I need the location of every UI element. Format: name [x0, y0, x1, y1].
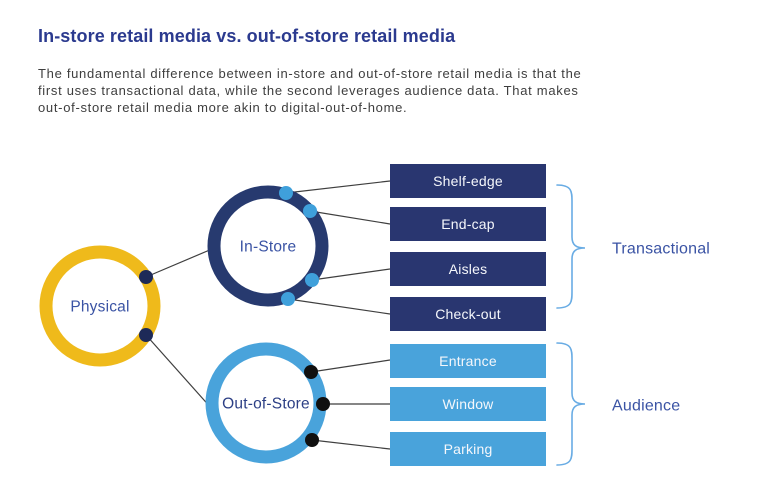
in-store-connection-dot — [305, 273, 319, 287]
connector-line — [311, 268, 391, 281]
connector-line — [145, 248, 213, 278]
brace-transactional — [556, 184, 586, 309]
out-of-store-connection-dot — [316, 397, 330, 411]
out-of-store-connection-dot — [304, 365, 318, 379]
in-store-connection-dot — [279, 186, 293, 200]
in-store-ring — [207, 185, 329, 307]
box-label-shelf-edge: Shelf-edge — [433, 173, 503, 189]
box-label-aisles: Aisles — [449, 261, 488, 277]
physical-ring — [39, 245, 161, 367]
box-shelf-edge — [390, 164, 546, 198]
box-window — [390, 387, 546, 421]
box-label-end-cap: End-cap — [441, 216, 495, 232]
box-label-entrance: Entrance — [439, 353, 497, 369]
connector-line — [309, 210, 391, 225]
connector-line — [285, 180, 391, 194]
box-label-window: Window — [443, 396, 495, 412]
intro-paragraph: The fundamental difference between in-st… — [38, 66, 582, 115]
group-label-audience: Audience — [612, 398, 680, 415]
page-title: In-store retail media vs. out-of-store r… — [38, 26, 456, 46]
box-parking — [390, 432, 546, 466]
connector-line — [287, 298, 391, 315]
box-entrance — [390, 344, 546, 378]
box-end-cap — [390, 207, 546, 241]
physical-connection-dot — [139, 328, 153, 342]
box-label-check-out: Check-out — [435, 306, 501, 322]
physical-label: Physical — [70, 299, 129, 316]
in-store-connection-dot — [303, 204, 317, 218]
group-label-transactional: Transactional — [612, 241, 710, 258]
connector-line — [145, 334, 213, 410]
box-check-out — [390, 297, 546, 331]
in-store-connection-dot — [281, 292, 295, 306]
brace-audience — [556, 342, 586, 466]
connector-line — [310, 359, 391, 373]
out-of-store-label: Out-of-Store — [222, 396, 310, 413]
connector-line — [311, 439, 391, 450]
in-store-label: In-Store — [240, 239, 297, 256]
physical-connection-dot — [139, 270, 153, 284]
box-aisles — [390, 252, 546, 286]
box-label-parking: Parking — [444, 441, 493, 457]
out-of-store-connection-dot — [305, 433, 319, 447]
